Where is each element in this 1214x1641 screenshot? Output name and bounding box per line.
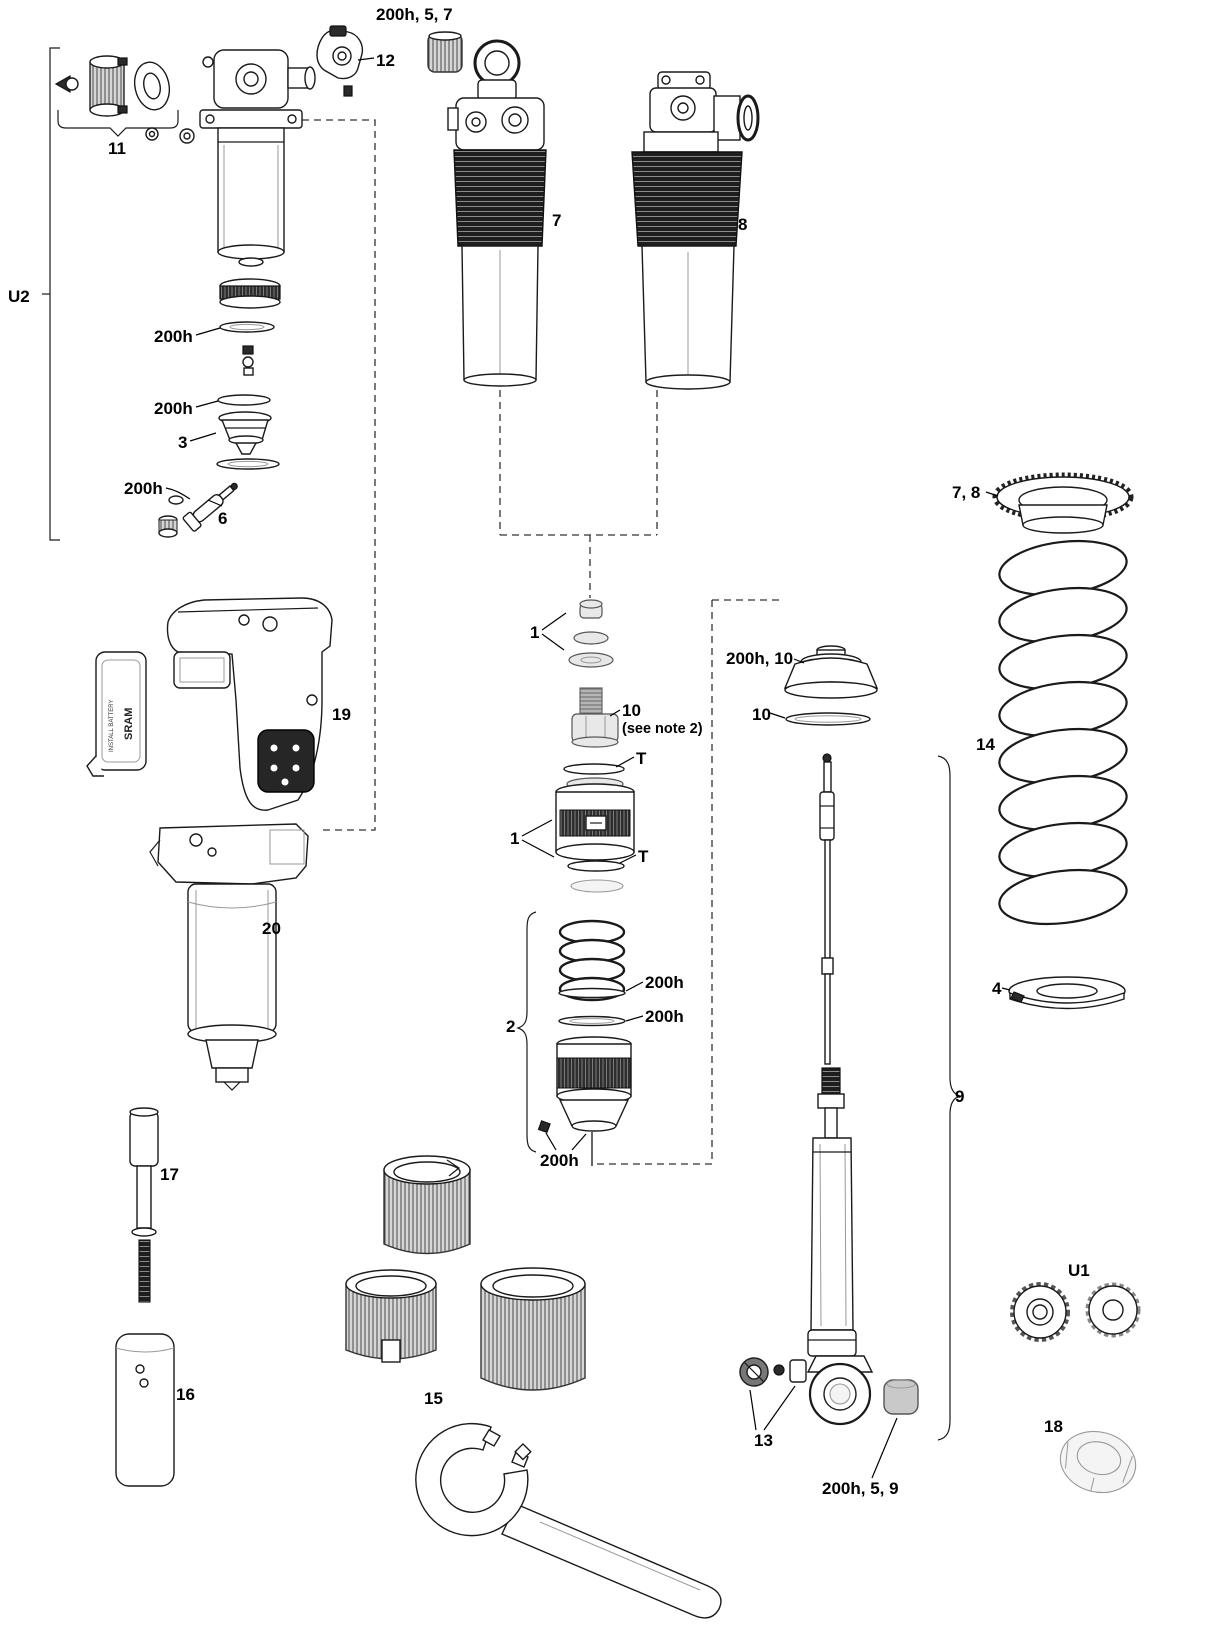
- callout-1-top: 1: [530, 623, 540, 642]
- callout-20: 20: [262, 919, 281, 938]
- damper-shaft-9: [806, 1067, 874, 1426]
- reservoir-damper: [199, 49, 316, 267]
- aircan-top-cap: [783, 645, 879, 699]
- valve-stack-1-top: [568, 599, 614, 668]
- callout-200h-c: 200h: [124, 479, 163, 498]
- valve-10-center: [571, 687, 619, 748]
- bracket-9: [937, 755, 963, 1441]
- valve-core-6: [158, 482, 238, 538]
- callout-1-piston: 1: [510, 829, 520, 848]
- callout-4: 4: [992, 979, 1002, 998]
- callout-8: 8: [738, 215, 748, 234]
- coil-spring-14: [998, 539, 1128, 926]
- bushing-200h-5-9: [883, 1379, 919, 1415]
- callout-10-center: 10: [622, 701, 641, 720]
- callout-3: 3: [178, 433, 188, 452]
- callout-15: 15: [424, 1389, 443, 1408]
- group-2-stack: [537, 919, 632, 1134]
- shock-body-8: [631, 71, 760, 390]
- bushing-18: [1059, 1430, 1137, 1494]
- callout-200h-b: 200h: [154, 399, 193, 418]
- callout-10-seal: 10: [752, 705, 771, 724]
- callout-200h-e: 200h: [645, 1007, 684, 1026]
- leader-lines: [165, 57, 1011, 1479]
- callout-7-8: 7, 8: [952, 483, 981, 502]
- callout-200h-f: 200h: [540, 1151, 579, 1170]
- spanner-wrench: [415, 1422, 722, 1619]
- bracket-11: [57, 110, 179, 137]
- piston-assembly-1: [555, 763, 635, 893]
- callout-200h-d: 200h: [645, 973, 684, 992]
- seal-stack-left: [216, 278, 281, 470]
- callout-2: 2: [506, 1017, 516, 1036]
- rebound-needle-shaft: [819, 753, 835, 1065]
- remote-lever-12: [316, 25, 364, 97]
- callout-18: 18: [1044, 1417, 1063, 1436]
- shaft-tool-17: [129, 1107, 159, 1303]
- callout-13: 13: [754, 1431, 773, 1450]
- callout-u1: U1: [1068, 1261, 1090, 1280]
- seal-10: [785, 712, 871, 726]
- dashed-connectors: [302, 119, 780, 1165]
- callout-t-lower: T: [638, 847, 649, 866]
- motor-module-19: [166, 597, 333, 811]
- callout-200h-a: 200h: [154, 327, 193, 346]
- bushing-200h-5-7: [427, 31, 463, 73]
- callout-9: 9: [955, 1087, 965, 1106]
- callout-7: 7: [552, 211, 562, 230]
- battery: INSTALL BATTERY SRAM: [86, 651, 147, 777]
- callout-10-note: (see note 2): [622, 721, 703, 737]
- callout-17: 17: [160, 1165, 179, 1184]
- cylinder-16: [115, 1333, 175, 1487]
- callout-19: 19: [332, 705, 351, 724]
- motor-module-20: [149, 823, 309, 1091]
- callout-6: 6: [218, 509, 228, 528]
- callout-200h-5-9: 200h, 5, 9: [822, 1479, 899, 1498]
- callout-200h-5-7: 200h, 5, 7: [376, 5, 453, 24]
- bracket-u2: [42, 47, 60, 541]
- bracket-2: [516, 911, 537, 1153]
- battery-install-text: INSTALL BATTERY: [109, 700, 115, 752]
- battery-brand-text: SRAM: [123, 708, 135, 740]
- callout-u2: U2: [8, 287, 30, 306]
- callout-200h-10: 200h, 10: [726, 649, 794, 668]
- u1-nuts: [1010, 1282, 1141, 1342]
- callout-11: 11: [108, 139, 126, 158]
- callout-16: 16: [176, 1385, 195, 1404]
- mounting-nut-13: [739, 1357, 807, 1387]
- spring-collar-7-8: [992, 472, 1134, 534]
- callout-12: 12: [376, 51, 395, 70]
- shock-body-7: [447, 39, 547, 387]
- callout-14: 14: [976, 735, 995, 754]
- fastener-cluster-11: [54, 55, 195, 144]
- spring-retainer-4: [1008, 976, 1126, 1010]
- callout-t-upper: T: [636, 749, 647, 768]
- threaded-collars-15: [345, 1155, 586, 1391]
